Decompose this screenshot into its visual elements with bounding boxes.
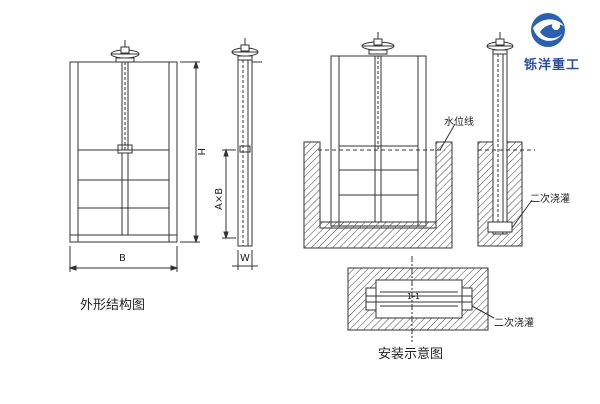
brand-globe-logo-icon (531, 13, 565, 47)
handwheel-install-icon (361, 32, 395, 54)
dimension-h-label: H (195, 148, 206, 156)
handwheel-install-side-icon (486, 32, 514, 54)
dimension-w-label: W (240, 253, 250, 264)
dimension-opening-label: A×B (214, 187, 225, 210)
installation-front-view (304, 32, 455, 248)
installation-plan-view (348, 256, 494, 342)
secondary-grout-label-plan: 二次浇灌 (494, 318, 534, 329)
brand-name: 铄洋重工 (524, 58, 581, 73)
front-elevation-view (70, 40, 200, 272)
side-elevation-view (222, 38, 262, 270)
structure-caption: 外形结构图 (80, 298, 146, 313)
installation-caption: 安装示意图 (378, 347, 444, 362)
installation-side-view (478, 32, 535, 246)
section-mark-label: 1-1 (407, 292, 421, 301)
dimension-b-label: B (119, 253, 126, 264)
handwheel-side-icon (231, 38, 259, 60)
secondary-grout-label-side: 二次浇灌 (530, 194, 570, 205)
handwheel-icon (110, 40, 140, 62)
water-level-label: 水位线 (444, 117, 474, 128)
